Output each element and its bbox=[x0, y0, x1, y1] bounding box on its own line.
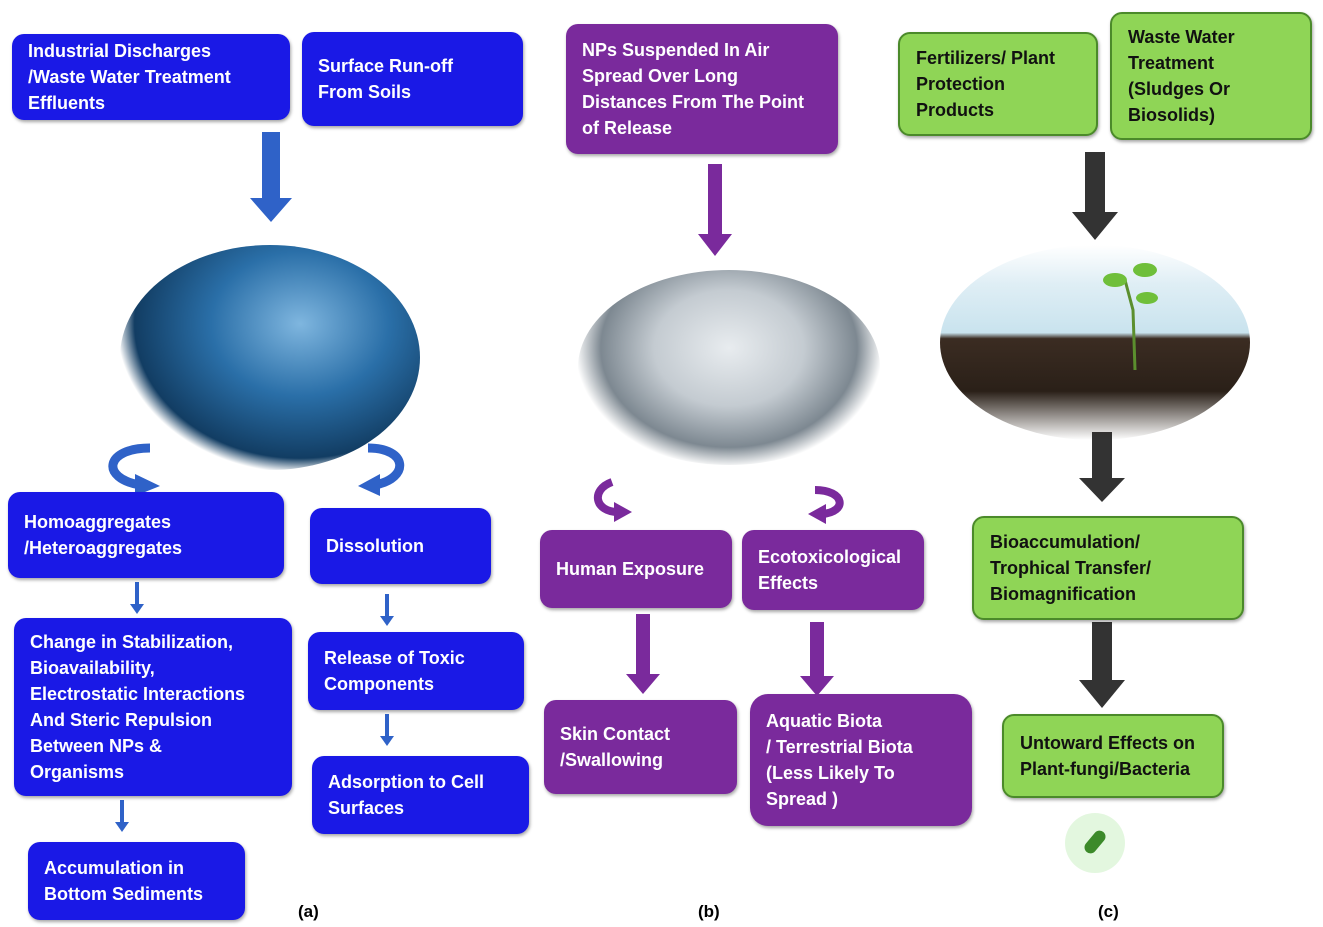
factory-smoke-image bbox=[578, 270, 880, 465]
box-fertilizers: Fertilizers/ Plant Protection Products bbox=[898, 32, 1098, 136]
panel-label-b: (b) bbox=[698, 902, 720, 921]
box-homoaggregates: Homoaggregates /Heteroaggregates bbox=[8, 492, 284, 578]
box-bioaccumulation: Bioaccumulation/ Trophical Transfer/ Bio… bbox=[972, 516, 1244, 620]
bacteria-icon bbox=[1065, 813, 1125, 873]
arrow-a-main bbox=[250, 132, 292, 222]
box-change-stabilization: Change in Stabilization, Bioavailability… bbox=[14, 618, 292, 796]
box-aquatic-biota: Aquatic Biota / Terrestrial Biota (Less … bbox=[750, 694, 972, 826]
arrows-b bbox=[626, 164, 834, 696]
box-adsorption: Adsorption to Cell Surfaces bbox=[312, 756, 529, 834]
box-human-exposure: Human Exposure bbox=[540, 530, 732, 608]
box-surface-runoff: Surface Run-off From Soils bbox=[302, 32, 523, 126]
water-image bbox=[120, 245, 420, 470]
box-accumulation: Accumulation in Bottom Sediments bbox=[28, 842, 245, 920]
seedling-icon bbox=[1103, 263, 1158, 370]
panel-label-c: (c) bbox=[1098, 902, 1119, 921]
small-arrows-a bbox=[115, 582, 394, 832]
box-release-toxic: Release of Toxic Components bbox=[308, 632, 524, 710]
box-industrial-discharges: Industrial Discharges /Waste Water Treat… bbox=[12, 34, 290, 120]
curved-arrow-a-left bbox=[108, 443, 151, 490]
panel-label-a: (a) bbox=[298, 902, 319, 921]
arrows-c bbox=[1072, 152, 1125, 708]
box-waste-water-treatment: Waste Water Treatment (Sludges Or Biosol… bbox=[1110, 12, 1312, 140]
curved-arrow-a-right bbox=[367, 443, 405, 490]
box-ecotoxicological: Ecotoxicological Effects bbox=[742, 530, 924, 610]
box-nps-suspended-air: NPs Suspended In Air Spread Over Long Di… bbox=[566, 24, 838, 154]
box-untoward-effects: Untoward Effects on Plant-fungi/Bacteria bbox=[1002, 714, 1224, 798]
box-dissolution: Dissolution bbox=[310, 508, 491, 584]
box-skin-contact: Skin Contact /Swallowing bbox=[544, 700, 737, 794]
plant-soil-image bbox=[940, 245, 1250, 440]
curved-arrow-b-right bbox=[814, 486, 844, 518]
curved-arrow-b-left bbox=[593, 478, 619, 516]
